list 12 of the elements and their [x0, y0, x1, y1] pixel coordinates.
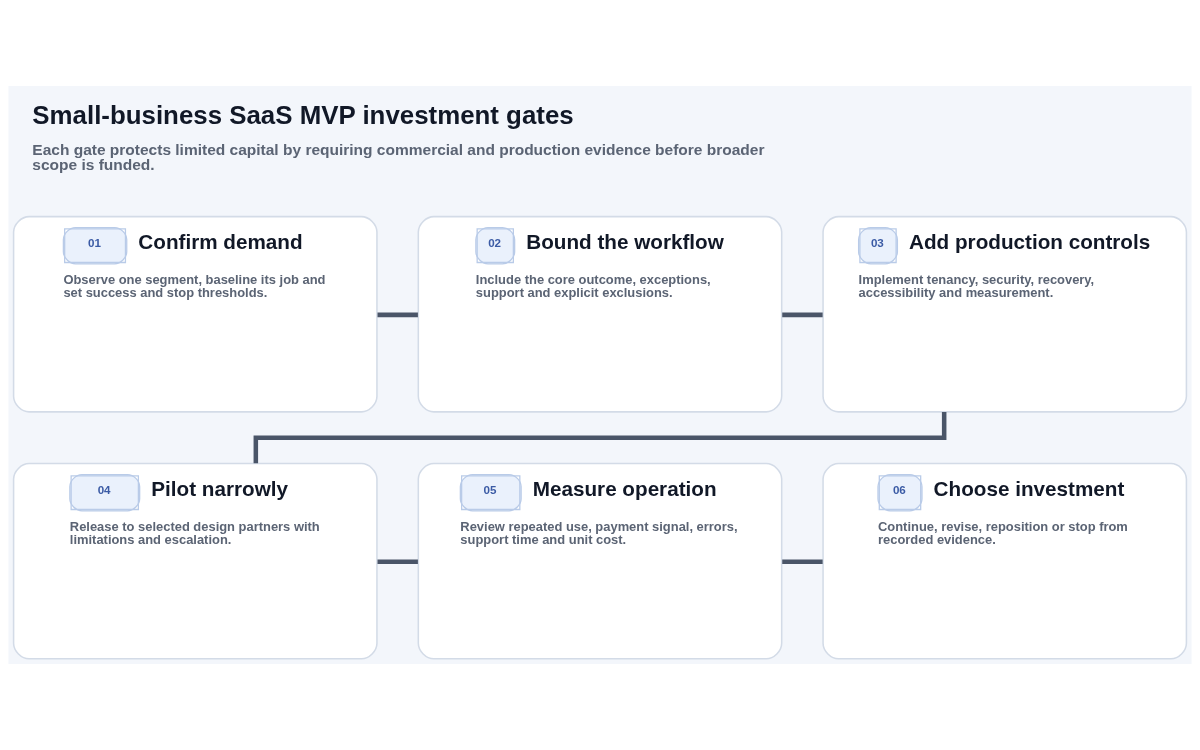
connector [377, 559, 418, 565]
connector [782, 312, 823, 318]
connector [782, 559, 823, 565]
caption: Each gate protects limited capital by requiring commercial and production evidence before broader scope is funded. [32, 140, 765, 174]
node-box: 05 Measure operation Review repeated use, payment signal, errors, support time and unit cost. [417, 462, 783, 660]
node-box: 04 Pilot narrowly Release to selected design partners with limitations and escalation. [12, 462, 378, 660]
connector [377, 312, 418, 318]
node-box: 03 Add production controls Implement tenancy, security, recovery, accessibility and measurement. [822, 215, 1188, 413]
node-box: 02 Bound the workflow Include the core outcome, exceptions, support and explicit exclusions. [417, 215, 783, 413]
node-box: 06 Choose investment Continue, revise, reposition or stop from recorded evidence. [822, 462, 1188, 660]
diagram-title: Small-business SaaS MVP investment gates [32, 101, 574, 130]
node-box: 01 Confirm demand Observe one segment, baseline its job and set success and stop thresholds. [12, 215, 378, 413]
